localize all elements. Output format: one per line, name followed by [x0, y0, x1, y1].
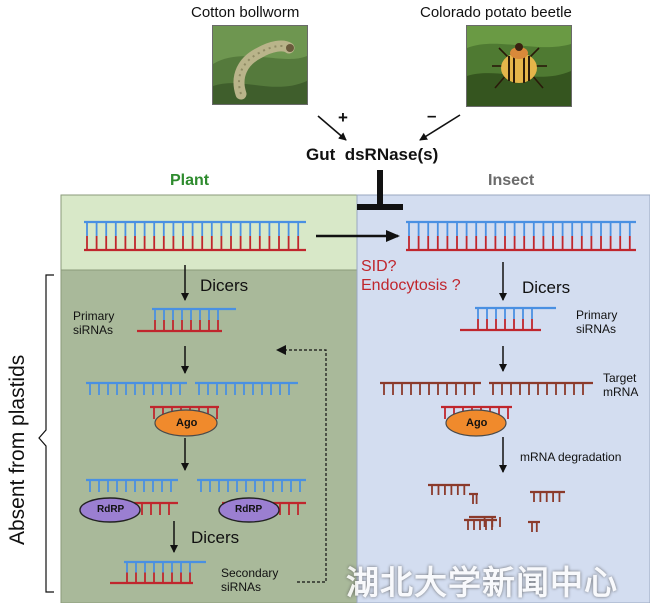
insect-ago-ellipse — [445, 409, 507, 437]
insect-target-mrna-label: Target mRNA — [603, 371, 639, 399]
plant-rdrp-ellipse-2 — [218, 497, 280, 523]
absent-from-plastids-label: Absent from plastids — [6, 354, 29, 545]
colorado-potato-beetle-photo — [466, 25, 572, 107]
minus-sign: – — [427, 106, 437, 125]
arrow-beetle-to-gut — [419, 114, 461, 141]
side-bracket — [38, 274, 54, 593]
insect-panel-title: Insect — [488, 172, 535, 189]
insect-endocytosis-label: Endocytosis ? — [361, 277, 461, 294]
amplification-loop-head — [276, 345, 286, 355]
insect-dicers-label: Dicers — [522, 278, 571, 297]
insect-primary-sirnas-label: Primary siRNAs — [576, 308, 618, 336]
plant-rdrp-label-1: RdRP — [97, 504, 125, 515]
plant-dicers-label: Dicers — [200, 276, 249, 295]
plant-rdrp-ellipse-1 — [79, 497, 141, 523]
cotton-bollworm-photo — [212, 25, 308, 105]
plant-panel-upper — [60, 194, 358, 271]
plant-panel-title: Plant — [170, 172, 210, 189]
amplification-loop — [283, 349, 327, 583]
insect-panel — [356, 194, 650, 603]
plus-sign: + — [338, 108, 348, 127]
beetle-icon — [467, 26, 571, 106]
insect-mrna-degradation-label: mRNA degradation — [520, 450, 622, 464]
watermark: 湖北大学新闻中心 — [346, 564, 618, 601]
caterpillar-icon — [213, 26, 307, 104]
plant-ago-ellipse — [154, 409, 218, 437]
plant-rdrp-label-2: RdRP — [235, 504, 263, 515]
cotton-bollworm-label: Cotton bollworm — [191, 4, 300, 21]
insect-ago-label: Ago — [466, 417, 488, 429]
colorado-potato-beetle-label: Colorado potato beetle — [420, 4, 572, 21]
insect-sid-label: SID? — [361, 258, 397, 275]
arrow-bollworm-to-gut — [317, 115, 347, 141]
plant-dicers-label-2: Dicers — [191, 528, 240, 547]
plant-primary-sirnas-label: Primary siRNAs — [73, 309, 115, 337]
gut-dsrnase-label: Gut dsRNase(s) — [306, 145, 439, 164]
plant-ago-label: Ago — [176, 417, 198, 429]
plant-secondary-sirnas-label: Secondary siRNAs — [221, 566, 279, 594]
